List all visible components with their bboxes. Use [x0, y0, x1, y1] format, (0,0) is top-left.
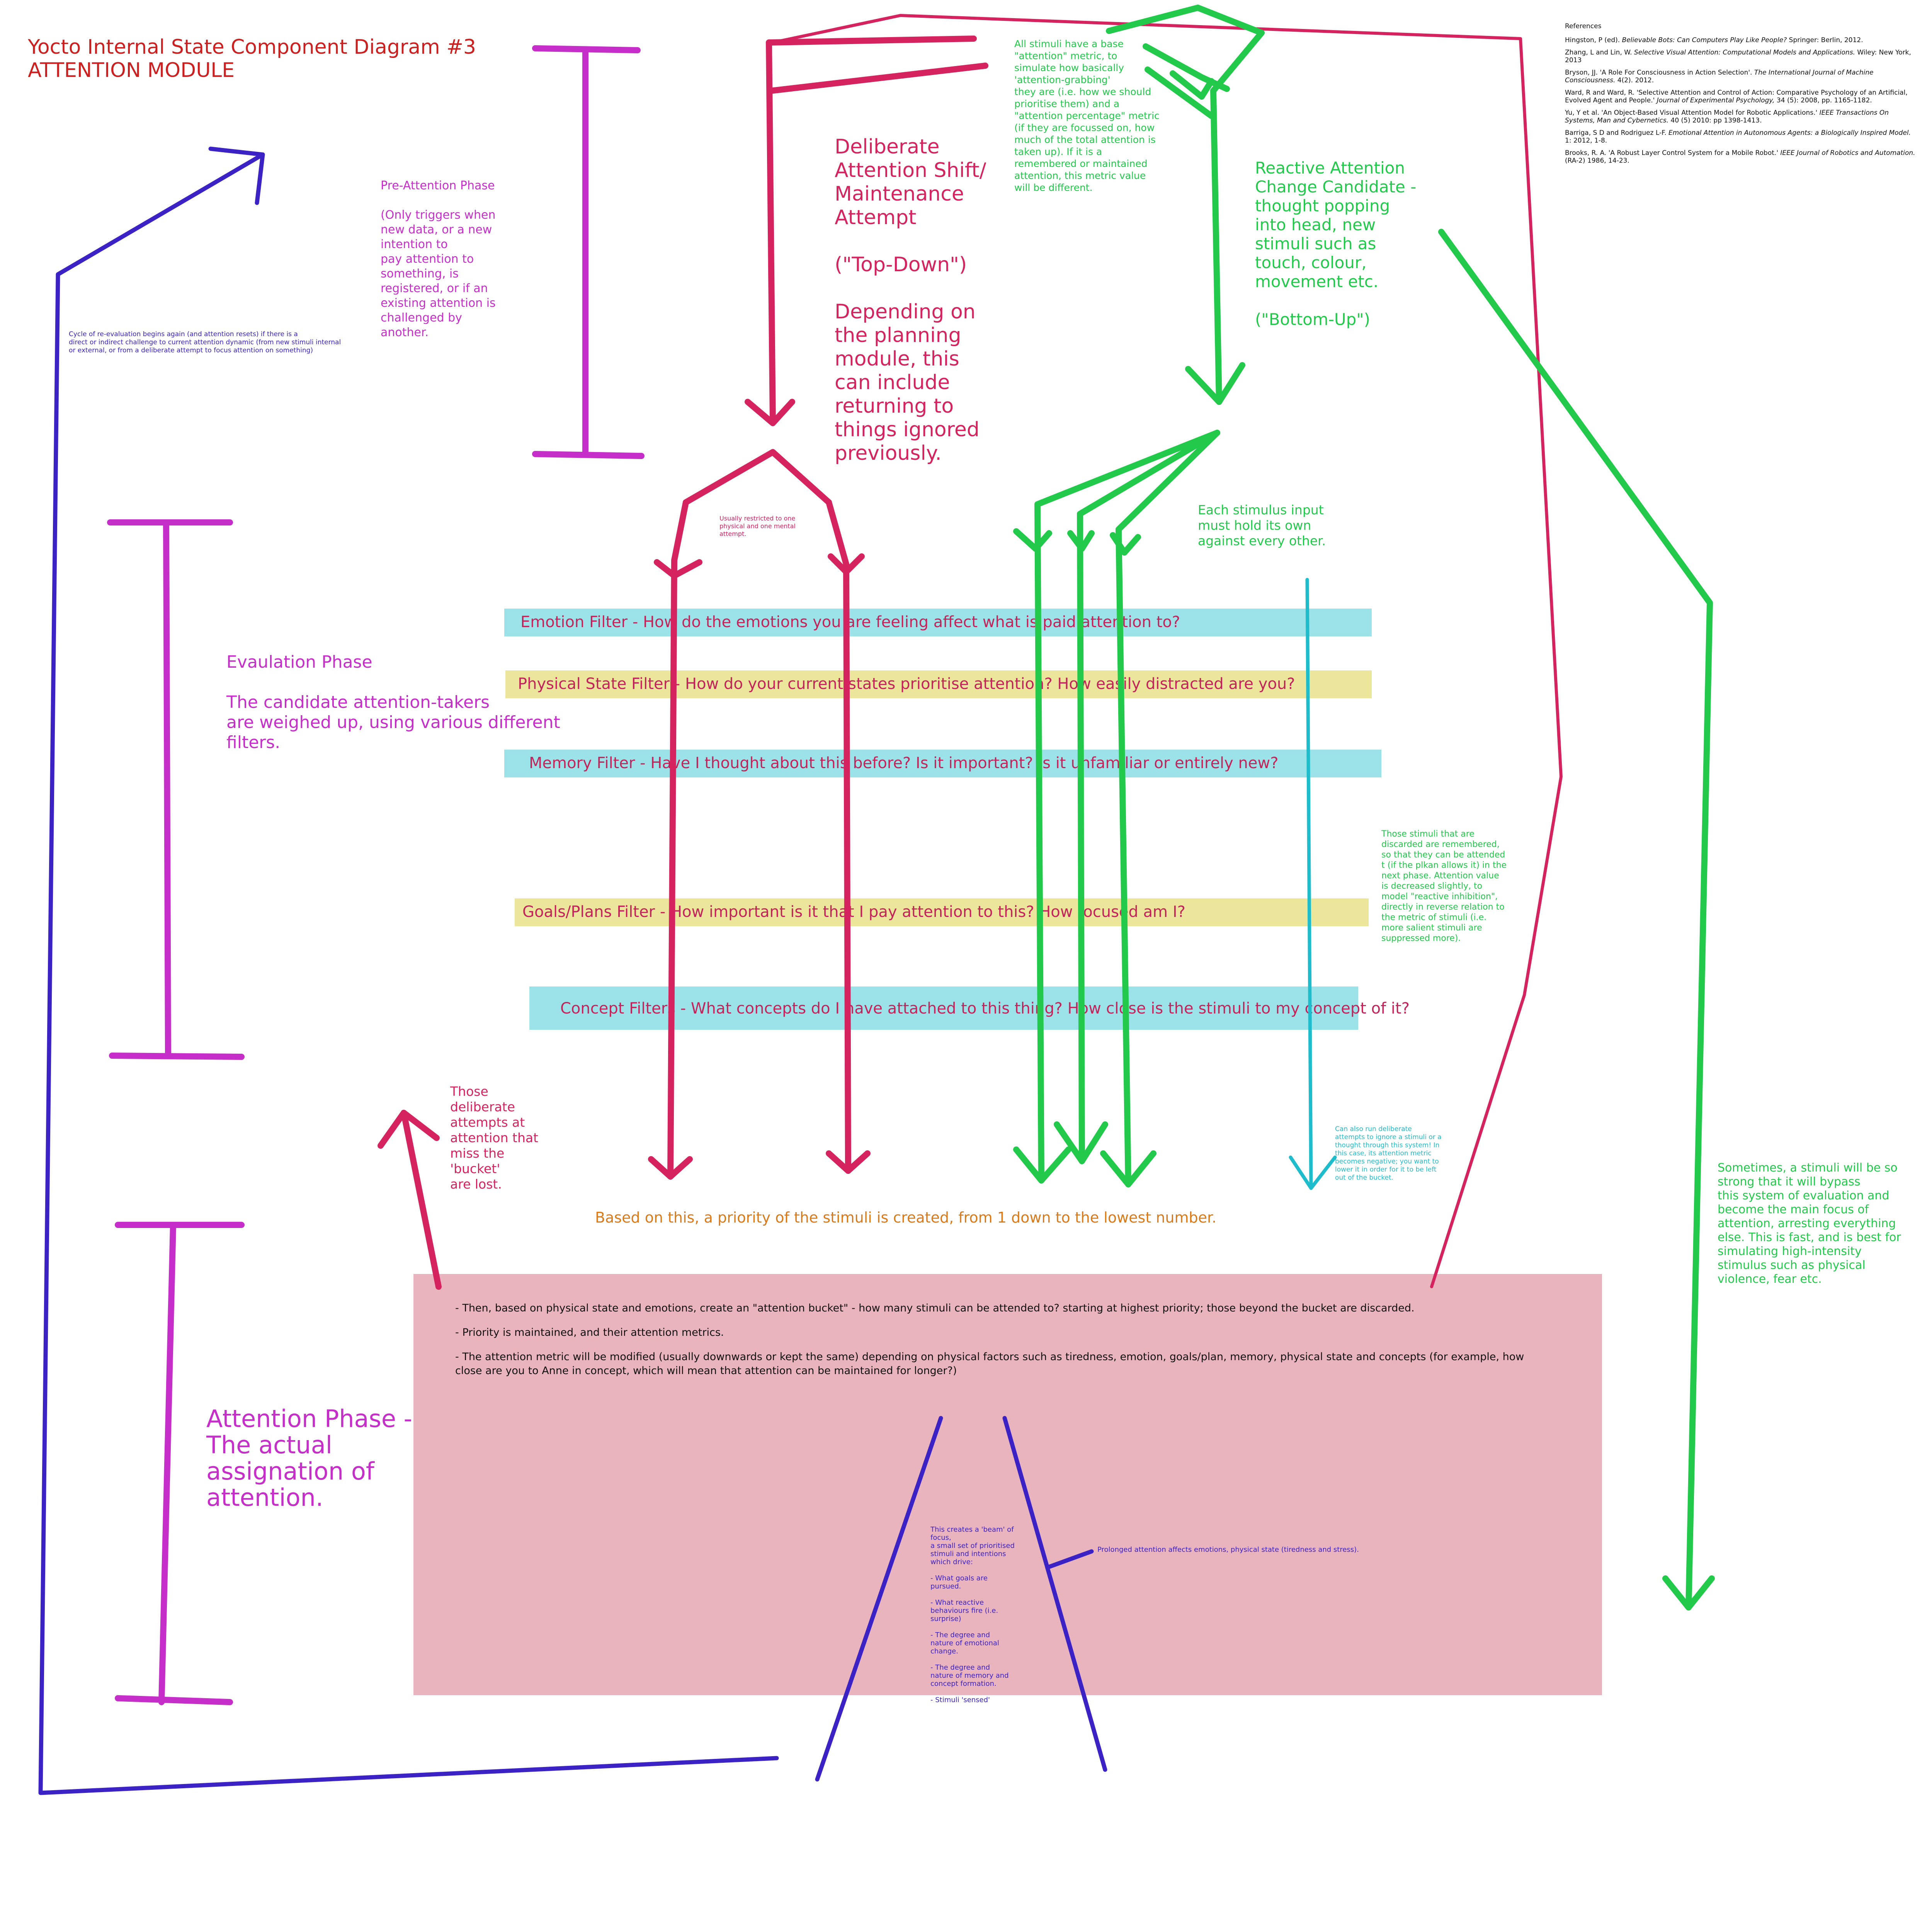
memory-filter-band: Memory Filter - Have I thought about thi…: [504, 750, 1381, 777]
emotion-filter-band: Emotion Filter - How do the emotions you…: [504, 609, 1372, 636]
emotion-filter-label: Emotion Filter - How do the emotions you…: [520, 613, 1180, 631]
priority-statement: Based on this, a priority of the stimuli…: [595, 1209, 1217, 1226]
prolonged-attention-note: Prolonged attention affects emotions, ph…: [1097, 1546, 1359, 1554]
reference-item: Yu, Y et al. 'An Object-Based Visual Att…: [1565, 109, 1889, 124]
reference-item: Ward, R and Ward, R. 'Selective Attentio…: [1565, 89, 1908, 104]
base-metric-note: All stimuli have a base "attention" metr…: [1014, 38, 1160, 193]
reference-item: Hingston, P (ed). Believable Bots: Can C…: [1565, 36, 1863, 44]
deliberate-return-loop: [771, 14, 1563, 1288]
concept-filter-band: Concept Filters - What concepts do I hav…: [529, 986, 1410, 1030]
evaluation-bracket: [107, 519, 245, 1060]
strong-stimulus-bypass-note: Sometimes, a stimuli will be so strong t…: [1718, 1161, 1901, 1286]
goals-plans-filter-label: Goals/Plans Filter - How important is it…: [522, 903, 1185, 921]
diagram-title-line1: Yocto Internal State Component Diagram #…: [28, 36, 476, 59]
pre-attention-phase-label: Pre-Attention Phase (Only triggers when …: [381, 179, 496, 339]
diagram-title-line2: ATTENTION MODULE: [28, 59, 235, 82]
concept-filter-label: Concept Filters - What concepts do I hav…: [560, 1000, 1410, 1017]
restricted-attempt-note: Usually restricted to one physical and o…: [719, 515, 796, 537]
diagram-title: Yocto Internal State Component Diagram #…: [28, 36, 476, 82]
references-block: References Hingston, P (ed). Believable …: [1565, 22, 1917, 169]
attention-phase-label: Attention Phase - The actual assignation…: [206, 1405, 413, 1512]
physical-state-filter-label: Physical State Filter - How do your curr…: [518, 675, 1295, 693]
each-stimulus-note: Each stimulus input must hold its own ag…: [1198, 502, 1326, 548]
bucket-line-2: - Priority is maintained, and their atte…: [455, 1327, 724, 1338]
reference-item: Bryson, JJ. 'A Role For Consciousness in…: [1565, 69, 1874, 84]
references-title: References: [1565, 22, 1602, 30]
attention-bucket-box: [413, 1274, 1602, 1695]
beam-of-focus-note: This creates a 'beam' of focus, a small …: [930, 1526, 1015, 1704]
re-evaluation-loop: [38, 146, 1107, 1795]
reference-item: Barriga, S D and Rodriguez L-F. Emotiona…: [1565, 129, 1911, 145]
attention-bucket-text: - Then, based on physical state and emot…: [455, 1301, 1545, 1388]
deliberate-ignore-note: Can also run deliberate attempts to igno…: [1335, 1125, 1442, 1182]
bucket-line-1: - Then, based on physical state and emot…: [455, 1302, 1415, 1314]
ignore-arrow: [1289, 578, 1337, 1190]
pre-attention-bracket: [532, 45, 645, 459]
memory-filter-label: Memory Filter - Have I thought about thi…: [529, 754, 1279, 772]
reactive-attention-note: Reactive Attention Change Candidate - th…: [1255, 158, 1417, 329]
reference-item: Zhang, L and Lin, W. Selective Visual At…: [1565, 49, 1911, 64]
lost-attempts-note: Those deliberate attempts at attention t…: [450, 1084, 539, 1192]
deliberate-arrows: [378, 36, 988, 1290]
attention-bracket: [115, 1222, 245, 1705]
reference-item: Brooks, R. A. 'A Robust Layer Control Sy…: [1565, 149, 1915, 165]
evaluation-phase-label: Evaulation Phase The candidate attention…: [226, 652, 560, 752]
goals-plans-filter-band: Goals/Plans Filter - How important is it…: [515, 898, 1369, 926]
reactive-arrows: [1013, 5, 1715, 1611]
deliberate-attention-note: Deliberate Attention Shift/ Maintenance …: [835, 135, 986, 465]
physical-state-filter-band: Physical State Filter - How do your curr…: [505, 670, 1372, 698]
discarded-stimuli-note: Those stimuli that are discarded are rem…: [1381, 829, 1507, 943]
bucket-line-3: - The attention metric will be modified …: [455, 1351, 1524, 1377]
reevaluation-cycle-note: Cycle of re-evaluation begins again (and…: [69, 330, 341, 354]
